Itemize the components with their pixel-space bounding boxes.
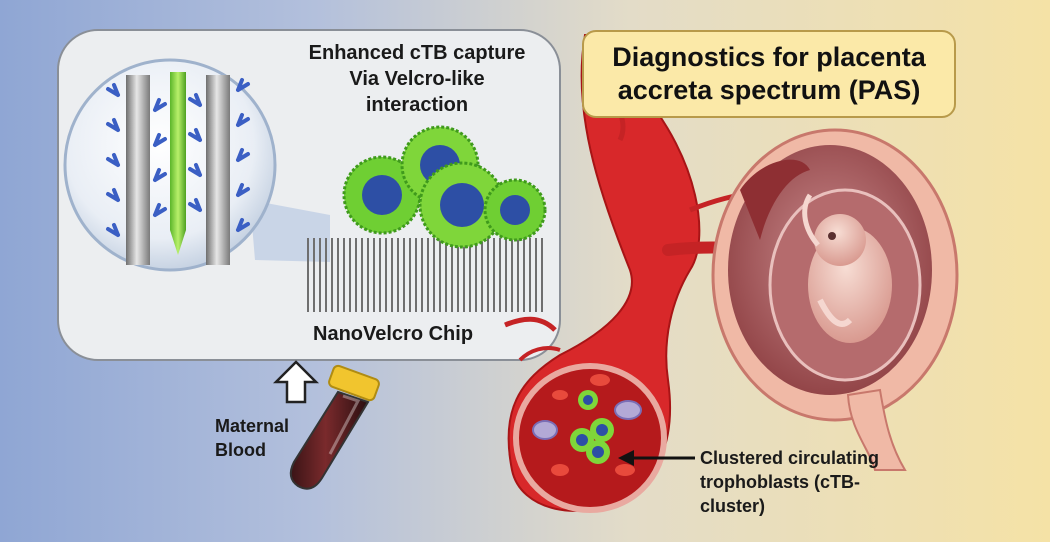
ctb-cluster-line-2: trophoblasts (cTB- [700,472,860,492]
fetus-illustration [802,193,892,343]
nanopillar-right [206,75,230,265]
ctb-cluster-label: Clustered circulating trophoblasts (cTB-… [700,446,879,518]
capture-caption: Enhanced cTB capture Via Velcro-like int… [282,40,552,118]
filopodia-rod [170,72,186,255]
title-line-1: Diagnostics for placenta [612,42,926,72]
chip-label: NanoVelcro Chip [313,323,474,345]
ctb-cluster-line-3: cluster) [700,496,766,516]
title-box: Diagnostics for placenta accreta spectru… [582,30,956,118]
up-arrow-icon [272,360,320,404]
nanopillar-left [126,75,150,265]
capture-line-2: Via Velcro-like [349,68,485,90]
blood-tube-icon [289,364,380,490]
ctb-cluster [570,390,614,464]
ctb-cluster-line-1: Clustered circulating [700,448,880,468]
capture-line-1: Enhanced cTB capture [308,42,526,64]
antibody-group [106,78,250,237]
zoom-cone [250,200,330,262]
maternal-blood-line-1: Maternal [215,416,290,436]
pointer-arrowhead-icon [618,450,634,466]
nanopillar-array [307,238,543,312]
blood-cells [532,374,642,476]
maternal-blood-line-2: Blood [215,440,266,460]
title-line-2: accreta spectrum (PAS) [617,75,921,105]
captured-cells [342,125,547,249]
maternal-blood-label: Maternal Blood [215,414,289,462]
capture-line-3: interaction [365,94,469,116]
